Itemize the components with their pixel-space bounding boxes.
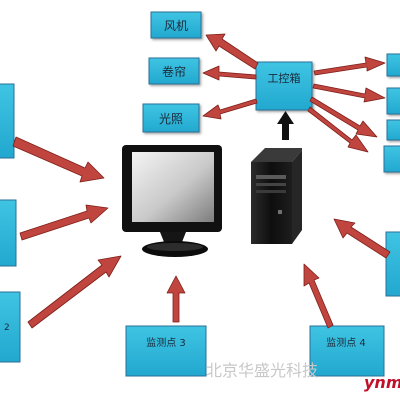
output-label-curtain: 卷帘 bbox=[162, 64, 186, 79]
arrow-mp-left-2-to-monitor bbox=[19, 204, 109, 241]
output-box-fan: 风机 bbox=[150, 11, 202, 39]
watermark-text: 北京华盛光科技 bbox=[206, 361, 318, 380]
arrow-mp3-to-monitor bbox=[166, 275, 186, 323]
arrow-control-to-right-3 bbox=[309, 96, 378, 138]
monitoring-point-right-partial bbox=[385, 231, 400, 297]
monitoring-point-4: 监测点 4 bbox=[309, 325, 385, 377]
monitor-icon bbox=[122, 145, 222, 257]
arrow-tower-to-control-box bbox=[277, 111, 294, 140]
right-output-box-1 bbox=[386, 53, 400, 77]
arrow-control-to-lighting bbox=[202, 98, 258, 120]
output-label-fan: 风机 bbox=[164, 19, 188, 33]
arrow-mp4-to-tower bbox=[303, 263, 334, 329]
arrow-control-to-right-2 bbox=[312, 83, 386, 103]
arrow-control-to-fan bbox=[205, 33, 259, 70]
output-box-curtain: 卷帘 bbox=[148, 57, 200, 85]
arrow-mp2-to-monitor bbox=[27, 255, 122, 329]
control-box: 工控箱 bbox=[255, 61, 313, 111]
control-box-label: 工控箱 bbox=[268, 71, 301, 85]
watermark-brand: ynm bbox=[364, 373, 400, 392]
output-box-lighting: 光照 bbox=[142, 103, 200, 133]
output-label-lighting: 光照 bbox=[159, 112, 183, 126]
arrow-control-to-right-1 bbox=[313, 56, 386, 76]
right-output-box-2 bbox=[386, 87, 400, 115]
arrow-mp-left-1-to-monitor bbox=[12, 136, 105, 183]
monitoring-point-2-label: 2 bbox=[4, 323, 10, 333]
monitoring-point-left-2 bbox=[0, 199, 17, 267]
arrow-control-to-curtain bbox=[202, 65, 257, 81]
arrow-control-to-right-4 bbox=[307, 106, 369, 153]
computer-tower-icon bbox=[251, 148, 302, 244]
monitoring-point-3: 监测点 3 bbox=[125, 325, 207, 377]
monitoring-point-left-1 bbox=[0, 83, 15, 159]
right-output-box-4 bbox=[383, 145, 400, 173]
monitoring-point-3-label: 监测点 3 bbox=[146, 336, 186, 349]
monitoring-point-4-label: 监测点 4 bbox=[326, 336, 366, 349]
monitoring-point-2: 2 bbox=[0, 291, 21, 363]
arrow-mp-right-to-tower bbox=[333, 218, 391, 259]
right-output-box-3 bbox=[386, 119, 400, 141]
